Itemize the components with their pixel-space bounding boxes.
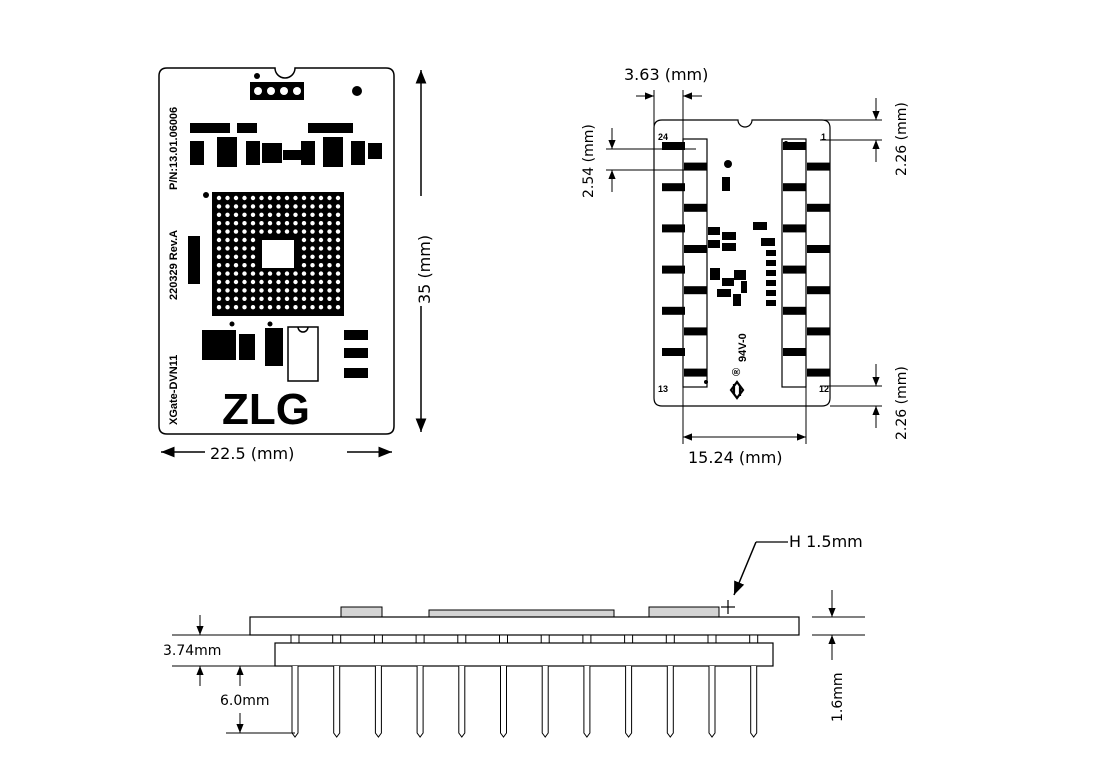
top-passive-components	[188, 123, 382, 378]
offset-dimension-label: 3.63 (mm)	[624, 65, 708, 84]
flammability-mark: 94V-0	[737, 333, 749, 362]
component-height-label: H 1.5mm	[789, 532, 863, 551]
top-view: P/N:13.01.06006 220329 Rev.A XGate-DVN11…	[158, 67, 434, 463]
pin-pads	[662, 142, 830, 377]
soic-chip	[229, 321, 319, 382]
pin-12-label: 12	[819, 384, 829, 394]
bottom-passive-components	[704, 141, 788, 384]
pin-pad	[684, 245, 707, 253]
width-dimension-label: 22.5 (mm)	[210, 444, 294, 463]
pin-pad	[684, 162, 707, 171]
pin-pad	[684, 368, 707, 377]
top-header-connector	[250, 73, 304, 100]
pin-24-label: 24	[658, 132, 668, 142]
pin-pad	[807, 203, 830, 212]
pin-pad	[662, 142, 685, 150]
pin-pad	[662, 224, 685, 233]
side-pin	[666, 666, 674, 738]
top-margin-label: 2.26 (mm)	[894, 102, 910, 176]
pin-pad	[783, 265, 806, 274]
pin-pad	[662, 183, 685, 192]
row-spacing-label: 15.24 (mm)	[688, 448, 783, 467]
pin-pad	[662, 348, 685, 356]
zlg-logo: ZLG	[222, 385, 310, 434]
side-pin	[541, 666, 549, 738]
pin-pad	[807, 286, 830, 295]
pin-13-label: 13	[658, 384, 668, 394]
height-callout-leader	[733, 541, 757, 596]
side-pins	[291, 666, 758, 738]
side-view: H 1.5mm 3.74mm 6.0mm 1.6mm	[163, 532, 865, 738]
side-pin	[458, 666, 466, 738]
bottom-margin-label: 2.26 (mm)	[894, 366, 910, 440]
registered-mark: ®	[731, 368, 743, 376]
bottom-view: 24 1 13 12 94V-0 ® 3.63 (mm) 2.54 (mm) 2…	[581, 65, 910, 467]
pin-pad	[684, 203, 707, 212]
header-height-label: 3.74mm	[163, 643, 221, 659]
side-pin	[500, 666, 507, 738]
top-component-right	[648, 606, 720, 618]
pin-length-label: 6.0mm	[220, 693, 270, 709]
pin-pad	[783, 183, 806, 192]
pin-pad	[684, 286, 707, 295]
model-label: XGate-DVN11	[168, 355, 180, 425]
pin-1-label: 1	[821, 132, 826, 142]
right-pin-row	[781, 138, 807, 388]
side-pin	[750, 666, 758, 738]
side-pin	[708, 666, 716, 738]
pin-pad	[684, 327, 707, 336]
side-pin	[291, 666, 299, 738]
side-pin	[583, 666, 591, 738]
side-pcb-board	[249, 616, 800, 636]
height-dimension-label: 35 (mm)	[415, 235, 434, 304]
pin-pad	[807, 162, 830, 171]
revision-label: 220329 Rev.A	[168, 230, 180, 300]
board-thickness-label: 1.6mm	[830, 672, 846, 722]
left-pin-row	[682, 138, 708, 388]
pin-pad	[807, 245, 830, 253]
pin-pad	[662, 306, 685, 315]
part-number-label: P/N:13.01.06006	[168, 107, 180, 190]
pin-pad	[807, 368, 830, 377]
bga-chip	[203, 192, 344, 316]
pin-pad	[783, 142, 806, 150]
pin-pad	[783, 348, 806, 356]
pin-header-body	[274, 642, 774, 667]
side-pin	[374, 666, 382, 738]
pin-pad	[783, 224, 806, 233]
pin-pad	[807, 327, 830, 336]
pin-pad	[662, 265, 685, 274]
pitch-dimension-label: 2.54 (mm)	[581, 124, 597, 198]
side-pin	[625, 666, 633, 738]
pin-pad	[783, 306, 806, 315]
fiducial-mark	[352, 86, 362, 96]
top-component-left	[340, 606, 383, 618]
side-pin	[333, 666, 341, 738]
ul-recognition-icon	[729, 380, 745, 400]
side-pin	[416, 666, 424, 738]
top-component-center	[428, 609, 615, 618]
